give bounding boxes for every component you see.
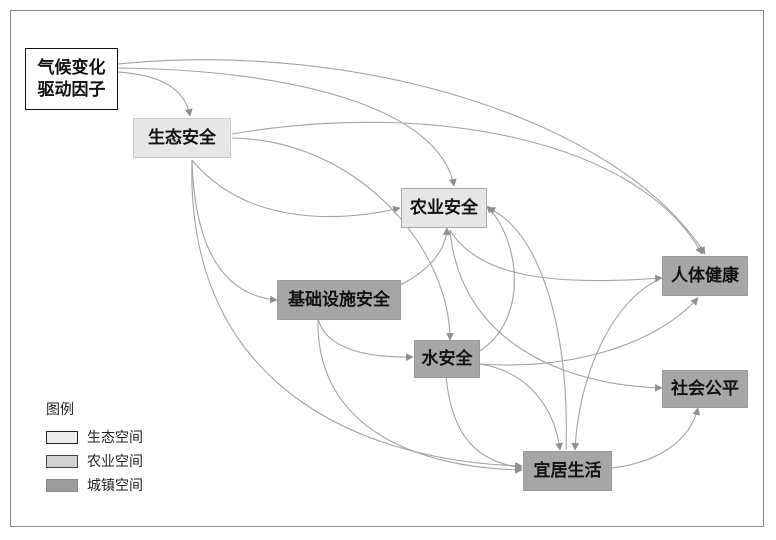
edge-driver-health	[117, 59, 706, 255]
edge-driver-agri	[117, 67, 457, 187]
legend-swatch-agri	[46, 454, 78, 468]
legend-item-urban: 城镇空间	[46, 473, 143, 497]
node-livable-life: 宜居生活	[523, 451, 612, 491]
legend-label-agri: 农业空间	[87, 454, 143, 470]
edge-agri-health	[449, 229, 663, 283]
edge-eco-water	[231, 137, 454, 341]
legend-label-eco: 生态空间	[87, 430, 143, 446]
node-eco-security: 生态安全	[133, 118, 231, 158]
legend-item-agri: 农业空间	[46, 449, 143, 473]
edge-eco-health	[231, 121, 703, 255]
node-social-equity: 社会公平	[662, 370, 748, 408]
legend-label-urban: 城镇空间	[87, 478, 143, 494]
edge-water-livable-2	[445, 375, 523, 471]
legend-title: 图例	[46, 402, 74, 418]
edge-driver-eco	[117, 71, 193, 117]
node-climate-driver: 气候变化 驱动因子	[25, 48, 118, 110]
edge-infra-livable	[317, 317, 523, 474]
edge-livable-agri	[487, 207, 567, 451]
legend-swatch-urban	[46, 478, 78, 492]
edge-livable-equity	[611, 407, 701, 469]
node-climate-driver-line2: 驱动因子	[37, 80, 106, 100]
edge-water-agri	[477, 205, 515, 353]
legend-item-eco: 生态空间	[46, 425, 143, 449]
edge-eco-livable	[191, 159, 523, 470]
edge-eco-infra	[191, 159, 278, 304]
legend-swatch-eco	[46, 430, 78, 444]
edge-infra-water	[317, 317, 414, 362]
node-agri-security: 农业安全	[401, 188, 487, 228]
node-climate-driver-line1: 气候变化	[37, 58, 106, 78]
legend: 图例 生态空间 农业空间 城镇空间	[46, 399, 143, 497]
edge-water-livable	[479, 363, 563, 451]
node-water-security: 水安全	[414, 340, 480, 378]
edge-infra-agri	[399, 227, 451, 286]
edge-agri-equity	[449, 229, 663, 392]
node-infra-security: 基础设施安全	[277, 280, 401, 320]
edge-water-health	[479, 297, 699, 366]
edge-health-livable	[571, 277, 663, 451]
edge-eco-agri	[191, 159, 401, 218]
diagram-frame	[10, 10, 764, 527]
node-human-health: 人体健康	[662, 256, 748, 296]
